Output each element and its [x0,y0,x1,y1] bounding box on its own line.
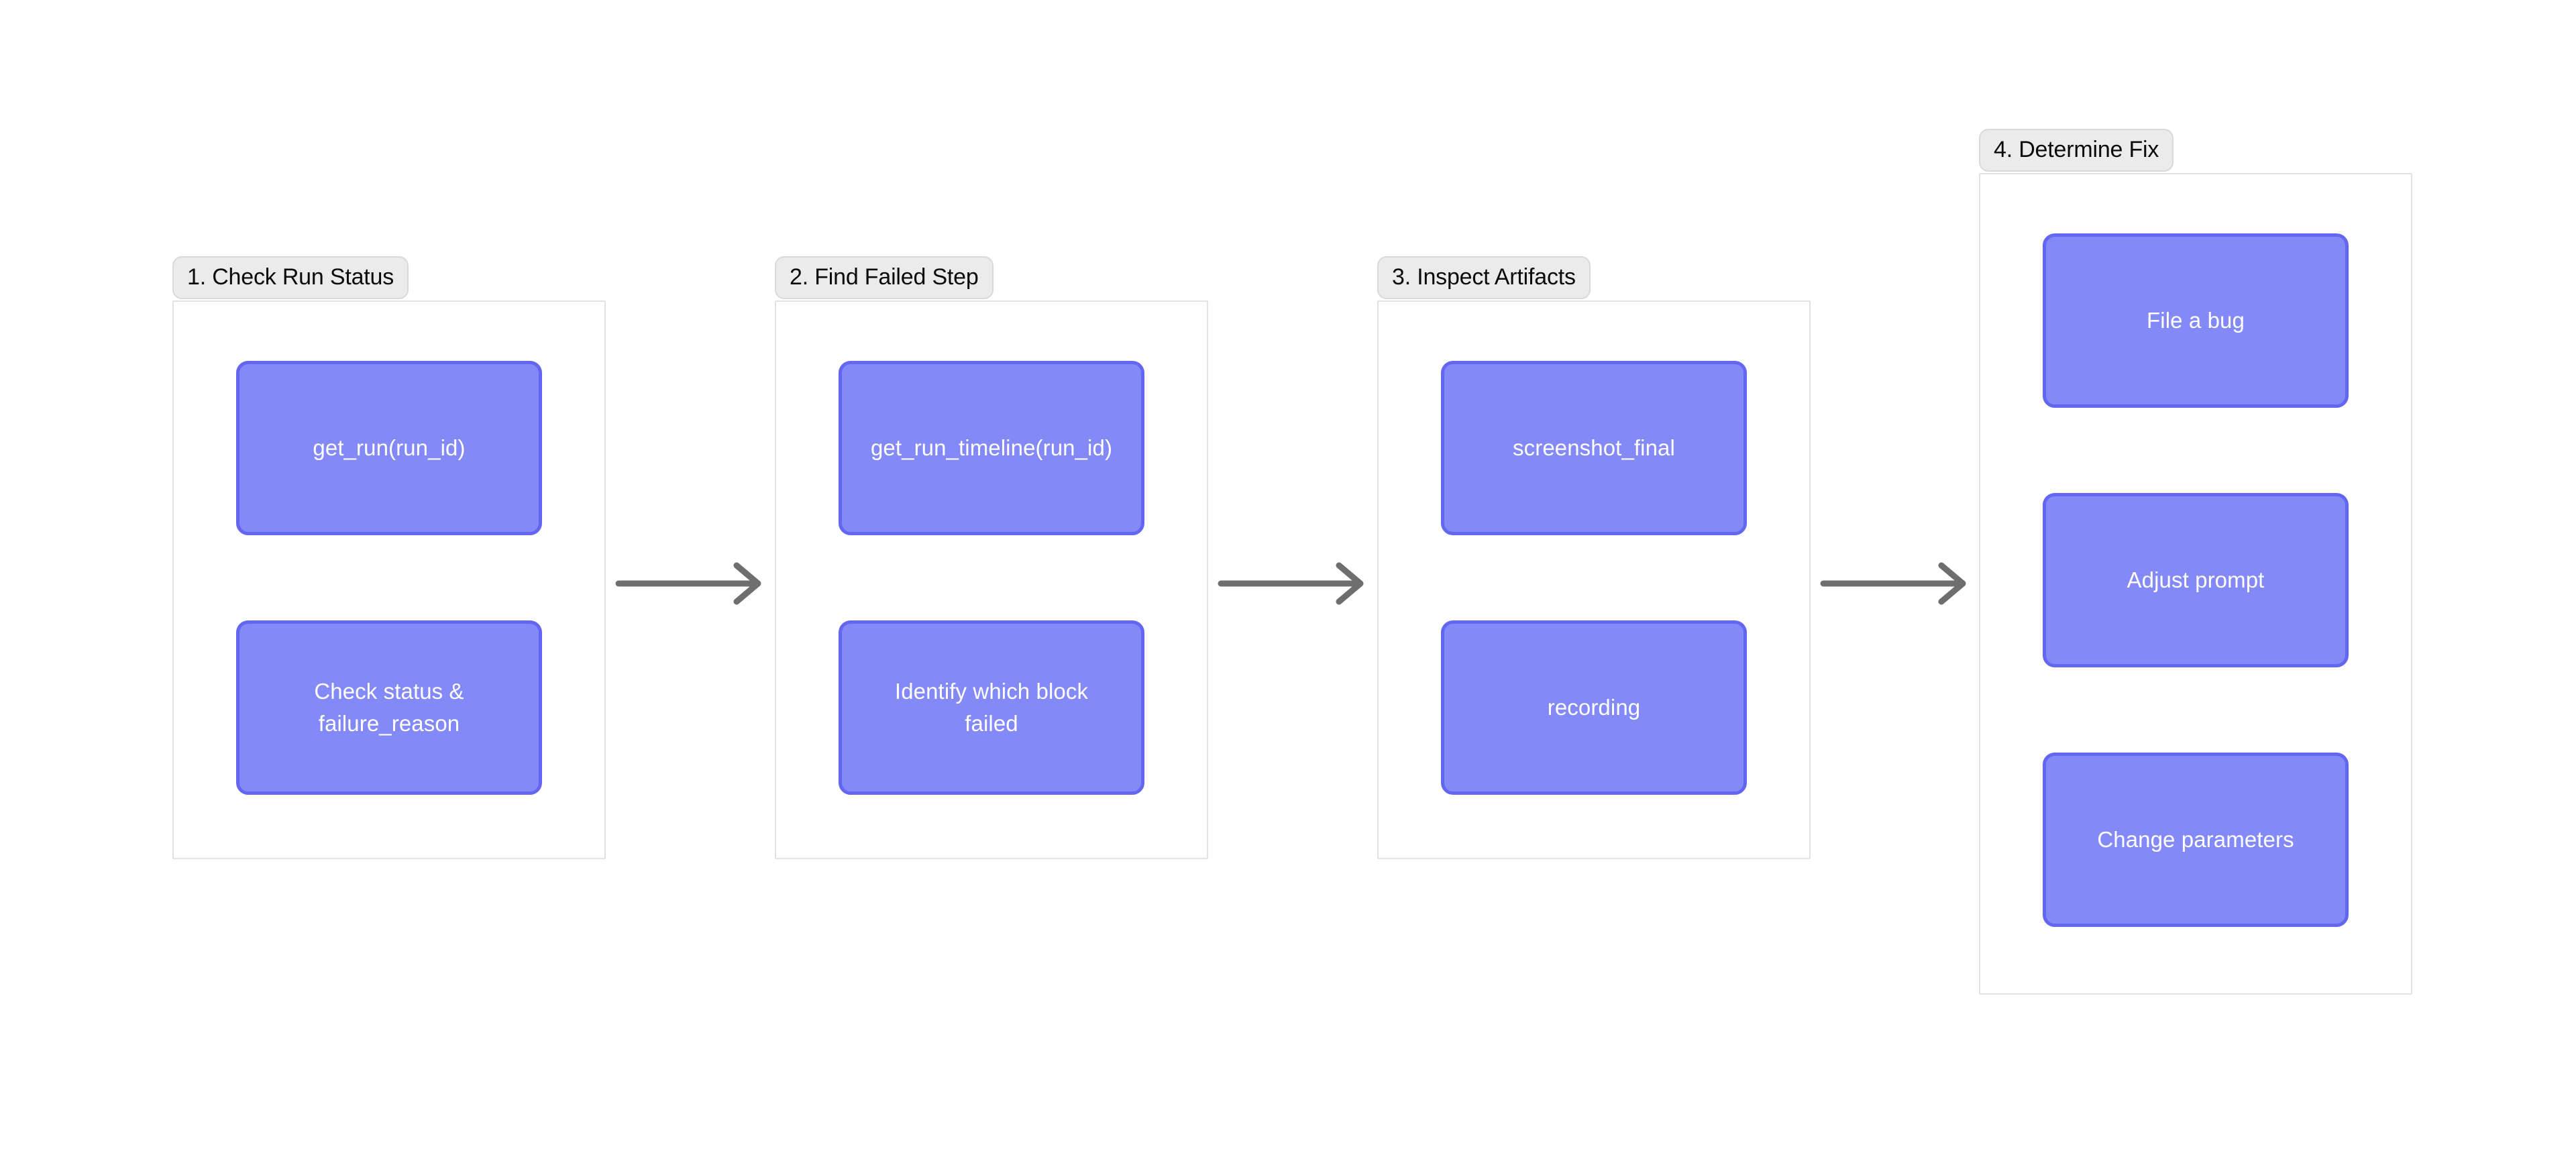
node-label-get-run-timeline: get_run_timeline(run_id) [870,435,1113,460]
arrow-group1-to-group2 [615,562,771,605]
node-adjust-prompt[interactable]: Adjust prompt [2043,493,2349,667]
arrow-group2-to-group3 [1218,562,1374,605]
node-label-change-parameters: Change parameters [2097,827,2294,852]
node-recording[interactable]: recording [1441,620,1747,795]
node-label-get-run: get_run(run_id) [313,435,466,460]
node-label-screenshot-final: screenshot_final [1513,435,1675,460]
node-label-recording: recording [1547,695,1641,720]
node-change-parameters[interactable]: Change parameters [2043,753,2349,927]
group-label-inspect-artifacts: 3. Inspect Artifacts [1377,256,1591,299]
node-identify-which-block-failed[interactable]: Identify which block failed [839,620,1144,795]
arrow-group3-to-group4 [1820,562,1976,605]
node-label-file-a-bug: File a bug [2147,308,2245,333]
group-label-check-run-status: 1. Check Run Status [172,256,409,299]
node-label-identify-which-block-failed: Identify which block failed [894,679,1089,736]
node-get-run-timeline[interactable]: get_run_timeline(run_id) [839,361,1144,535]
group-label-determine-fix: 4. Determine Fix [1979,129,2174,172]
node-screenshot-final[interactable]: screenshot_final [1441,361,1747,535]
node-label-adjust-prompt: Adjust prompt [2127,567,2265,592]
group-label-find-failed-step: 2. Find Failed Step [775,256,994,299]
node-get-run[interactable]: get_run(run_id) [236,361,542,535]
node-file-a-bug[interactable]: File a bug [2043,233,2349,408]
node-check-status-failure-reason[interactable]: Check status & failure_reason [236,620,542,795]
node-label-check-status-failure-reason: Check status & failure_reason [314,679,464,736]
